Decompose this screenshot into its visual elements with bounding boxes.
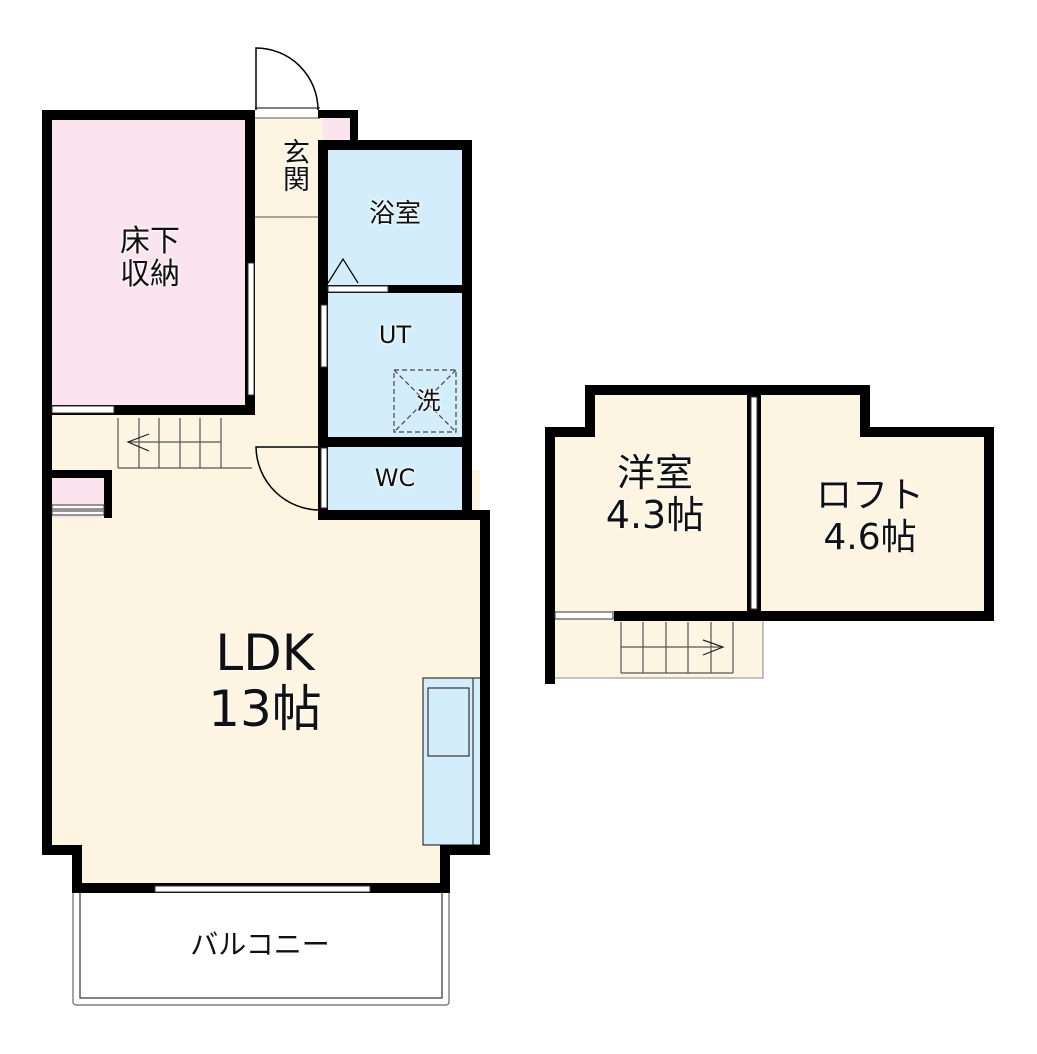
room-label-entrance: 玄関: [278, 138, 309, 192]
room-label-loft: ロフト 4.6帖: [785, 475, 955, 559]
storage-label-line1: 床下: [120, 224, 180, 259]
room-label-bath: 浴室: [368, 199, 421, 229]
western-name: 洋室: [616, 451, 693, 495]
kitchen-counter: [422, 677, 483, 846]
entrance-door-swing: [255, 47, 319, 111]
loft-name: ロフト: [815, 475, 924, 516]
room-label-balcony: バルコニー: [190, 928, 330, 961]
washer-label: 洗: [416, 387, 441, 415]
washer-space: [393, 369, 457, 433]
room-label-ldk: LDK 13帖: [165, 625, 365, 737]
underfloor-storage-floor: [50, 118, 250, 410]
hall-floor: [255, 118, 323, 518]
windows-floor2: [554, 396, 758, 620]
room-label-underfloor-storage: 床下 収納: [90, 225, 210, 291]
shoe-closet-floor: [323, 118, 353, 144]
windows-floor1: [51, 262, 389, 893]
ldk-name: LDK: [215, 624, 315, 682]
room-label-western: 洋室 4.3帖: [570, 452, 740, 536]
stairs-floor2-area: [552, 617, 764, 679]
room-label-wc: WC: [374, 464, 416, 492]
western-size: 4.3帖: [605, 493, 705, 537]
wc-floor: [328, 445, 462, 512]
ldk-floor: [50, 470, 480, 888]
room-label-utility: UT: [378, 321, 412, 349]
bath-floor: [328, 147, 462, 287]
stairs-floor2: [620, 622, 734, 674]
floor2-floor: [553, 393, 985, 612]
loft-size: 4.6帖: [823, 517, 917, 558]
stairs-floor1: [117, 418, 252, 469]
storage-label-line2: 収納: [120, 257, 180, 292]
ut-floor: [328, 293, 462, 437]
ldk-size: 13帖: [208, 680, 322, 738]
bath-step-triangle: [327, 257, 359, 284]
